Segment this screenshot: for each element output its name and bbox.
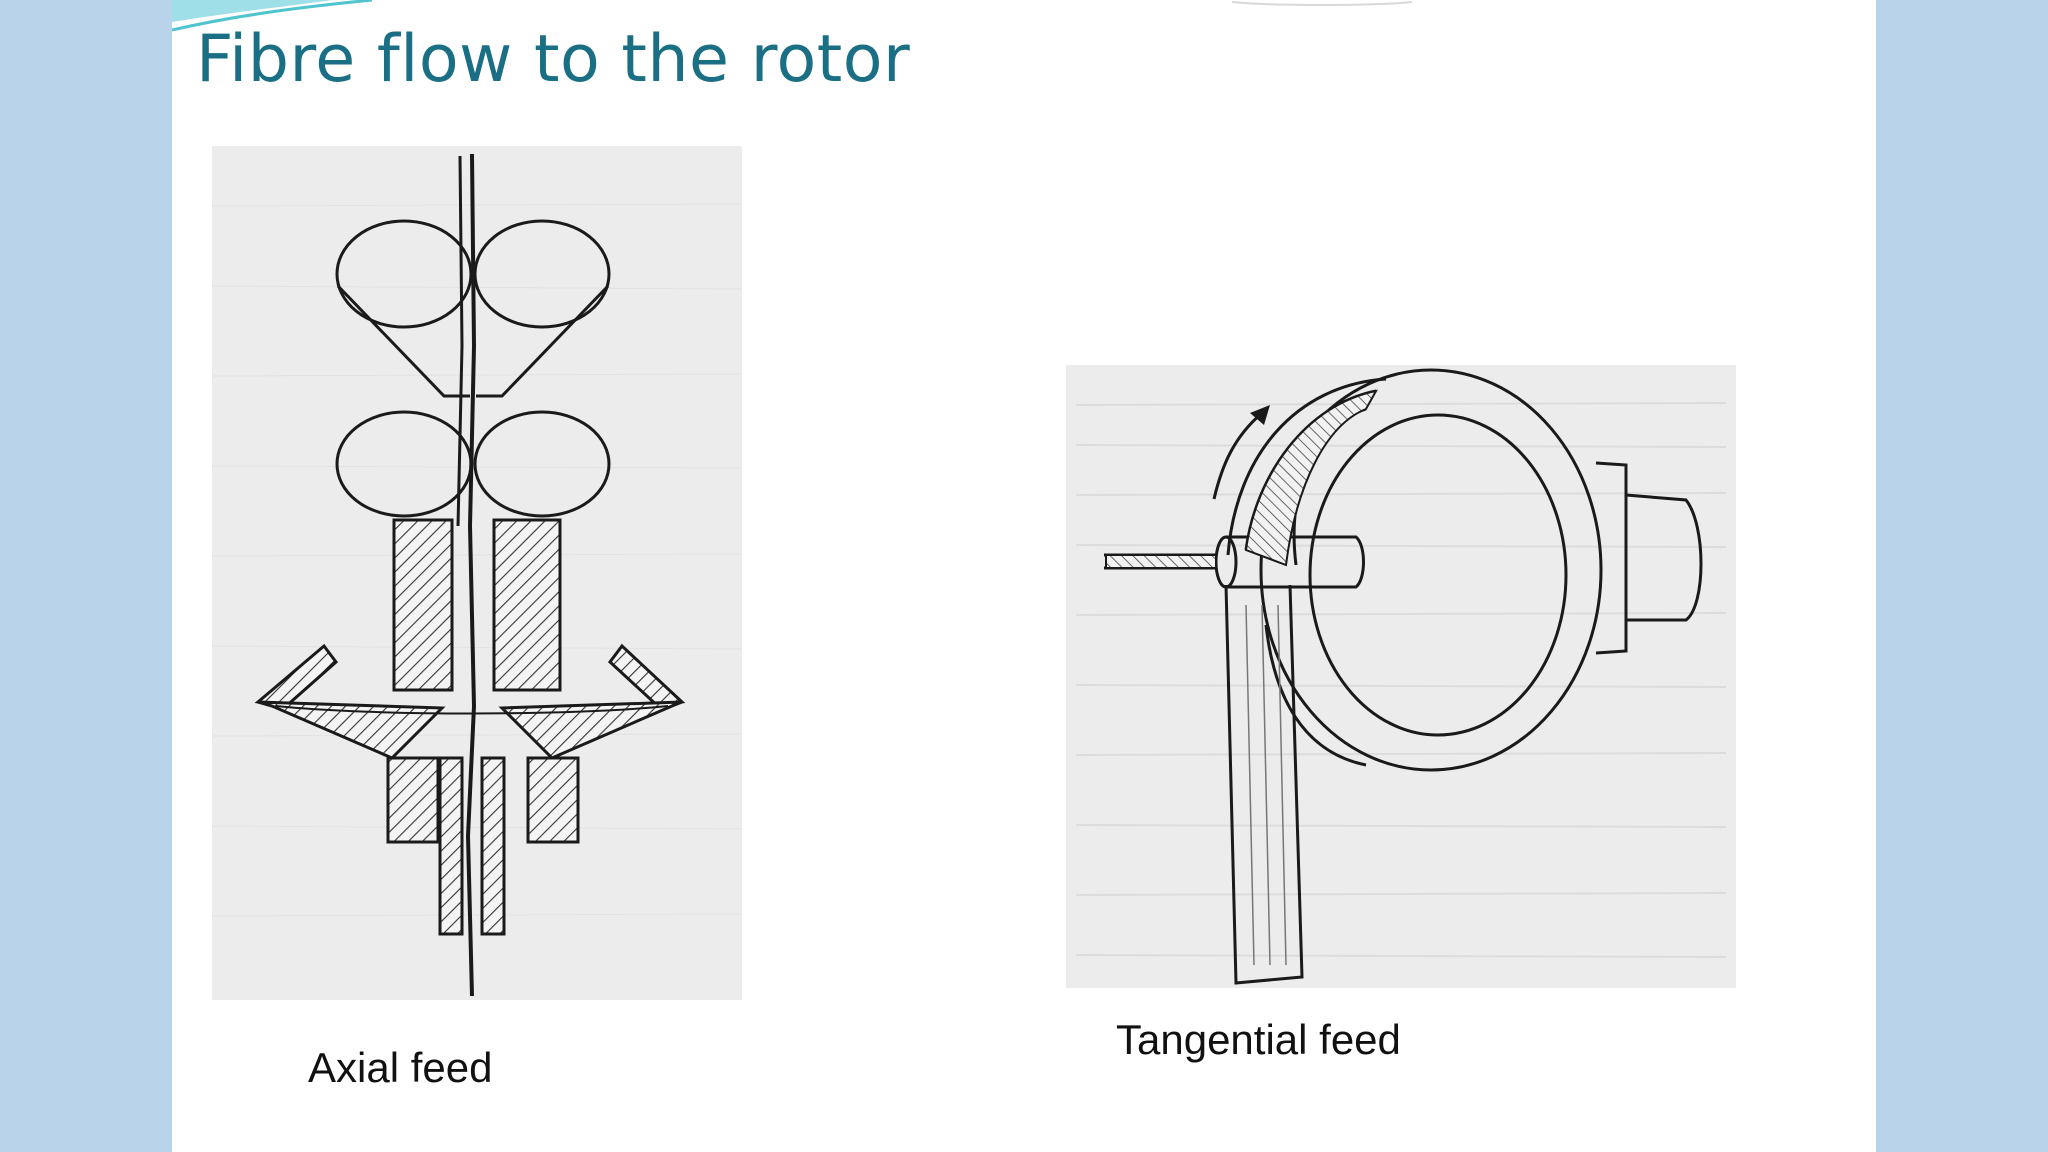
slide-title: Fibre flow to the rotor [196,22,911,97]
axial-feed-figure [212,146,742,1000]
axial-feed-caption: Axial feed [308,1044,493,1091]
tangential-feed-caption: Tangential feed [1116,1016,1401,1063]
tangential-feed-diagram-icon [1066,365,1736,988]
axial-feed-diagram-icon [212,146,742,1000]
tangential-feed-figure [1066,365,1736,988]
accent-swoosh [172,0,1413,32]
slide: Fibre flow to the rotor [172,0,1876,1152]
